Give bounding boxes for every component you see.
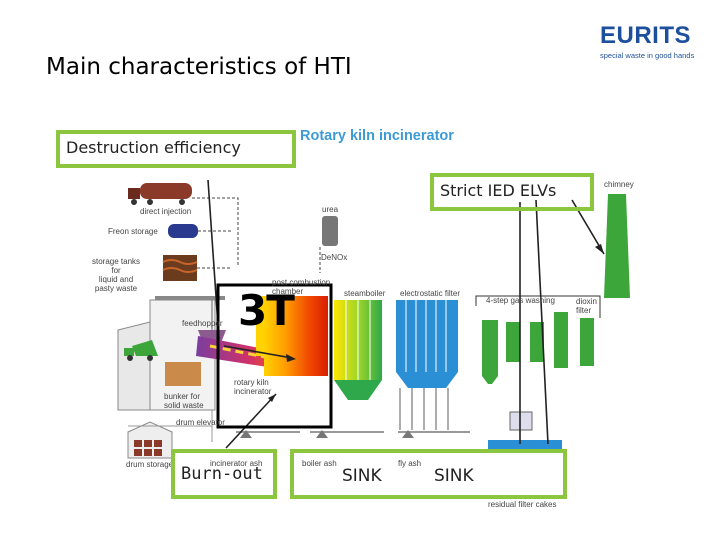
label-boiler-ash: boiler ash xyxy=(302,459,337,468)
label-urea: urea xyxy=(322,205,339,214)
label-denox: DeNOx xyxy=(321,253,348,262)
logo-tagline: special waste in good hands xyxy=(600,51,695,60)
post-combustion-chamber xyxy=(264,296,328,376)
steamboiler xyxy=(334,300,382,400)
label-incinerator-ash: incinerator ash xyxy=(210,459,263,468)
label-dioxin-filter: dioxin filter xyxy=(576,297,597,315)
waste-bunker xyxy=(117,296,226,411)
label-bunker: bunker for solid waste xyxy=(164,392,204,410)
elvs-callout xyxy=(430,173,594,211)
storage-tanks xyxy=(162,255,198,281)
label-chimney: chimney xyxy=(604,180,634,189)
label-electrostatic-filter: electrostatic filter xyxy=(400,289,461,298)
three-t-box xyxy=(216,283,333,429)
urea-tank xyxy=(322,216,338,246)
kiln-arrow xyxy=(223,345,293,359)
sink-callout xyxy=(290,449,567,499)
eurits-logo: EURITS xyxy=(600,22,692,49)
label-fly-ash: fly ash xyxy=(398,459,422,468)
gas-washing-columns xyxy=(475,295,601,384)
diagram-heading: Rotary kiln incinerator xyxy=(300,128,454,144)
elvs-callout-text: Strict IED ELVs xyxy=(440,181,557,200)
sink-label-2: SINK xyxy=(434,466,474,486)
destruction-callout-text: Destruction efficiency xyxy=(66,138,241,157)
slide-title: Main characteristics of HTI xyxy=(46,54,352,80)
label-gas-washing: 4-step gas washing xyxy=(486,296,555,305)
destruction-callout xyxy=(56,130,296,168)
water-treatment xyxy=(509,411,533,431)
sink-label-1: SINK xyxy=(342,466,382,486)
burnout-callout-text: Burn-out xyxy=(181,464,263,484)
label-storage-tanks: storage tanks for liquid and pasty waste xyxy=(92,257,141,293)
burnout-callout xyxy=(171,449,277,499)
label-freon-storage: Freon storage xyxy=(108,227,158,236)
chimney xyxy=(604,194,630,298)
label-post-combustion: post combustion chamber xyxy=(272,278,331,296)
electrostatic-filter xyxy=(396,300,458,430)
direct-injection-truck xyxy=(128,183,192,205)
green-truck xyxy=(124,340,158,361)
label-direct-injection: direct injection xyxy=(140,207,192,216)
label-feed-hopper: feedhopper xyxy=(182,319,223,328)
label-drum-elevator: drum elevator xyxy=(176,418,225,427)
label-filter-cakes: residual filter cakes xyxy=(488,500,557,509)
label-rotary-kiln: rotary kiln incinerator xyxy=(234,378,272,396)
label-drum-storage: drum storage xyxy=(126,460,174,469)
freon-tank xyxy=(168,224,198,238)
three-t-label: 3T xyxy=(238,286,295,335)
label-steamboiler: steamboiler xyxy=(344,289,386,298)
drum-storage-building xyxy=(127,421,173,459)
burnout-leader xyxy=(225,393,277,449)
